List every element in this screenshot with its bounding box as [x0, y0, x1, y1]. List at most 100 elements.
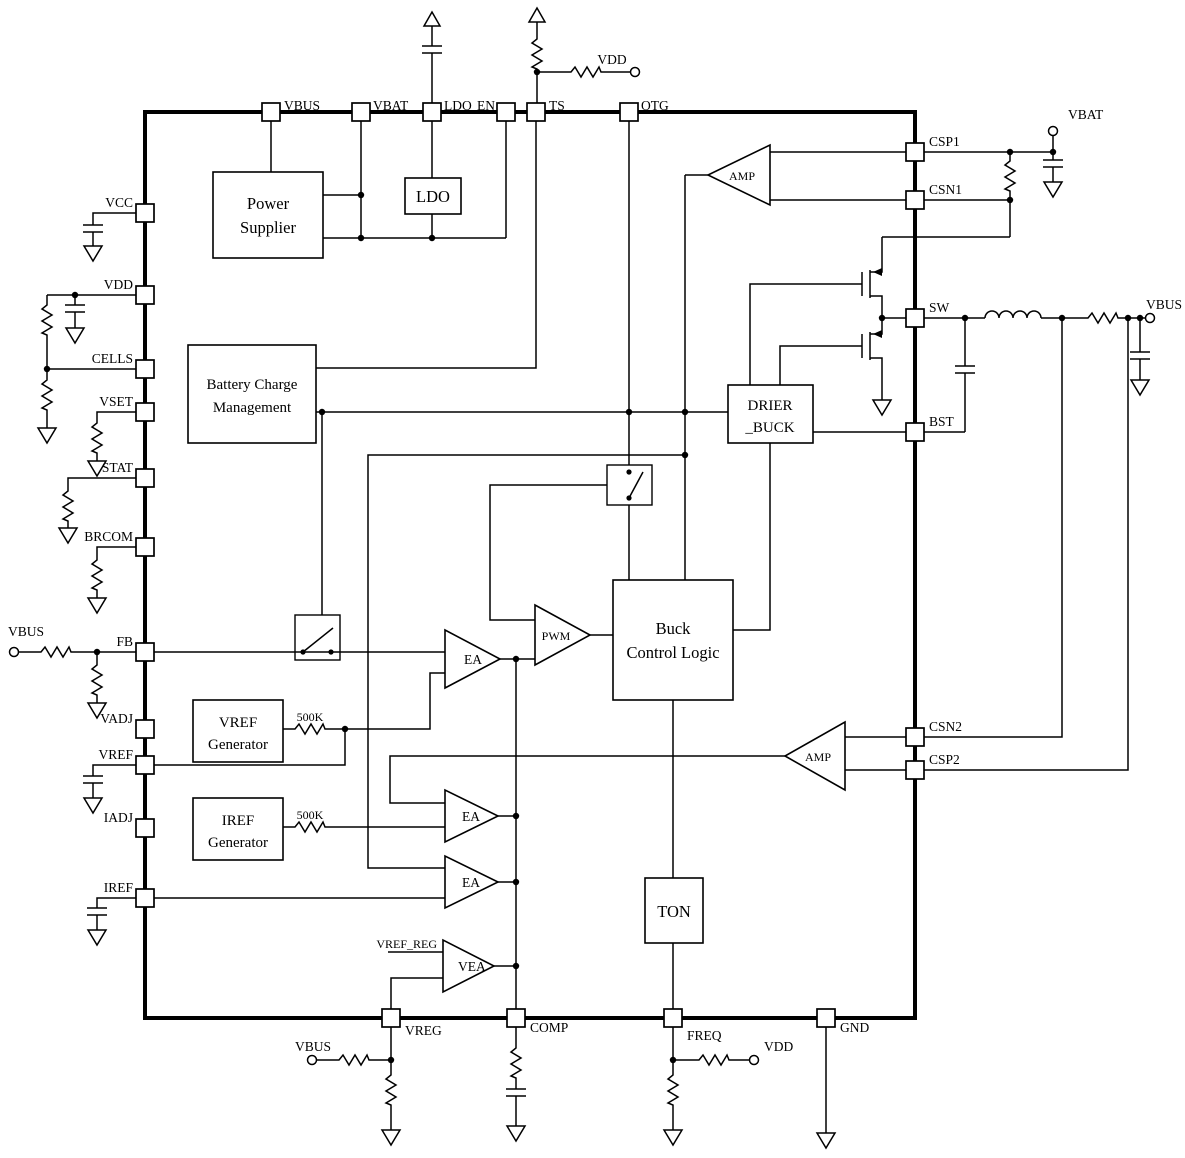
pin-vdd — [135, 285, 155, 305]
junction-dot — [681, 451, 689, 459]
terminal-circle — [629, 66, 641, 78]
resistor-500k — [291, 821, 329, 833]
resistor — [41, 301, 53, 339]
junction-dot — [387, 1056, 395, 1064]
pin-gnd — [816, 1008, 836, 1028]
ground-icon — [83, 245, 103, 262]
resistor-500k — [291, 723, 329, 735]
ea-fb-label: EA — [464, 652, 482, 667]
ea-mid-label: EA — [462, 809, 480, 824]
block-power-supplier — [212, 171, 324, 259]
pin-label-comp: COMP — [530, 1020, 568, 1035]
resistor — [62, 487, 74, 525]
resistor — [1084, 312, 1122, 324]
label-500k-vref: 500K — [297, 710, 324, 724]
resistor — [91, 556, 103, 594]
junction-dot — [71, 291, 79, 299]
resistor — [91, 419, 103, 457]
pin-sw — [905, 308, 925, 328]
junction-dot — [512, 878, 520, 886]
pin-squares — [135, 102, 925, 1028]
block-label-power-supplier-2: Supplier — [240, 218, 296, 237]
block-label-iref-gen-1: IREF — [222, 813, 255, 829]
pin-csp1 — [905, 142, 925, 162]
pin-vreg — [381, 1008, 401, 1028]
amp-top-triangle — [706, 143, 771, 207]
analog-switch-fb — [294, 614, 341, 661]
net-label-vbus-fb: VBUS — [8, 624, 44, 639]
junction-dot — [669, 1056, 677, 1064]
pin-label-vref: VREF — [98, 747, 133, 762]
resistor — [695, 1054, 733, 1066]
pin-label-bst: BST — [929, 414, 955, 429]
pin-csn1 — [905, 190, 925, 210]
amp-right-triangle — [783, 720, 846, 792]
net-label-vbat: VBAT — [1068, 107, 1104, 122]
pin-en — [496, 102, 516, 122]
pin-vset — [135, 402, 155, 422]
ground-icon — [381, 1129, 401, 1146]
pin-ldo — [422, 102, 442, 122]
terminals — [8, 66, 1156, 1066]
capacitor — [86, 907, 108, 916]
terminal-circle — [1047, 125, 1059, 137]
pin-vref — [135, 755, 155, 775]
block-ton — [644, 877, 704, 944]
pin-csn2 — [905, 727, 925, 747]
block-buck-control-logic — [612, 579, 734, 701]
ground-icon — [872, 399, 892, 416]
inductor — [984, 310, 1042, 319]
ground-icon — [506, 1125, 526, 1142]
pin-label-en: EN — [477, 98, 495, 113]
block-label-drier-buck-1: DRIER — [748, 398, 793, 414]
junction-dot — [341, 725, 349, 733]
ground-icon — [663, 1129, 683, 1146]
ground-icon — [87, 597, 107, 614]
pin-vcc — [135, 203, 155, 223]
pin-label-fb: FB — [116, 634, 133, 649]
label-500k-iref: 500K — [297, 808, 324, 822]
pin-csp2 — [905, 760, 925, 780]
ea-fb-triangle — [444, 628, 502, 690]
amp-top-label: AMP — [729, 169, 755, 183]
junction-dot — [625, 408, 633, 416]
resistor — [37, 646, 75, 658]
vea-triangle — [442, 938, 496, 994]
junction-dot — [1006, 196, 1014, 204]
capacitor — [82, 224, 104, 233]
ground-icon — [58, 527, 78, 544]
resistor — [510, 1044, 522, 1082]
block-label-drier-buck-2: _BUCK — [744, 420, 794, 436]
ground-icon — [37, 427, 57, 444]
junction-dot — [681, 408, 689, 416]
junction-dot — [1124, 314, 1132, 322]
junction-dot — [512, 962, 520, 970]
mosfet-arrow-icon — [873, 268, 882, 276]
pin-label-csp2: CSP2 — [929, 752, 960, 767]
mosfet-arrow-icon — [873, 330, 882, 338]
junction-dot — [1049, 148, 1057, 156]
junction-dot — [1136, 314, 1144, 322]
pin-label-iadj: IADJ — [104, 810, 133, 825]
block-label-bcm-2: Management — [213, 400, 292, 416]
capacitor — [82, 775, 104, 784]
capacitor — [1042, 159, 1064, 168]
pin-otg — [619, 102, 639, 122]
resistor — [335, 1054, 373, 1066]
pin-label-gnd: GND — [840, 1020, 869, 1035]
pin-fb — [135, 642, 155, 662]
block-ldo — [404, 177, 462, 215]
pin-label-stat: STAT — [102, 460, 134, 475]
analog-switch-otg — [606, 464, 653, 506]
capacitor — [1129, 351, 1151, 360]
ground-icon — [1130, 379, 1150, 396]
internal-wires — [154, 121, 906, 1009]
block-iref-generator — [192, 797, 284, 861]
pin-label-otg: OTG — [641, 98, 669, 113]
vea-label: VEA — [458, 959, 486, 974]
terminal-circle — [1144, 312, 1156, 324]
pin-label-ts: TS — [549, 98, 565, 113]
block-battery-charge-management — [187, 344, 317, 444]
junction-dots — [43, 68, 1144, 1064]
